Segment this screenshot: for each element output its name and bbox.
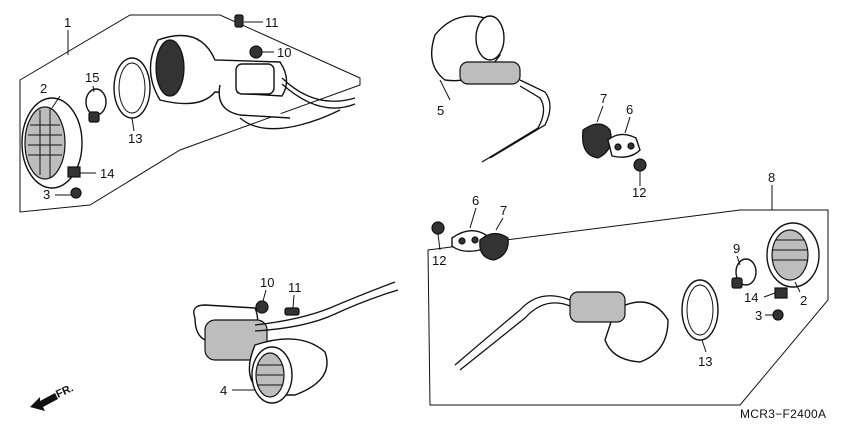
rear-turn-signal-5 xyxy=(431,15,551,163)
gasket-13b xyxy=(681,279,719,341)
screw-3 xyxy=(70,187,82,199)
nut-10b xyxy=(255,300,269,314)
diagram-code: MCR3−F2400A xyxy=(740,407,826,421)
callout-4: 4 xyxy=(220,383,227,398)
callout-12: 12 xyxy=(632,185,646,200)
callout-11b: 11 xyxy=(288,280,302,295)
nut-10 xyxy=(249,45,263,59)
callout-2: 2 xyxy=(40,81,47,96)
callout-8: 8 xyxy=(768,170,775,185)
callout-7b: 7 xyxy=(500,203,507,218)
callout-11: 11 xyxy=(265,15,279,30)
front-left-turn-signal-assembly xyxy=(21,14,356,199)
callout-6: 6 xyxy=(626,102,633,117)
callout-9: 9 xyxy=(733,241,740,256)
screw-3b xyxy=(772,309,784,321)
callout-7: 7 xyxy=(600,91,607,106)
screw-11b xyxy=(284,307,300,316)
callout-15: 15 xyxy=(85,70,99,85)
callout-2b: 2 xyxy=(800,293,807,308)
callout-10b: 10 xyxy=(260,275,274,290)
callout-1: 1 xyxy=(64,15,71,30)
assembly-1-outline xyxy=(19,14,361,213)
mount-parts-upper xyxy=(581,123,647,172)
callout-13b: 13 xyxy=(698,354,712,369)
callout-6b: 6 xyxy=(472,193,479,208)
front-direction-arrow: FR. xyxy=(30,382,75,411)
callout-3b: 3 xyxy=(755,308,762,323)
rubber-7a xyxy=(581,123,612,159)
callout-12b: 12 xyxy=(432,253,446,268)
arrow-icon xyxy=(30,393,58,411)
front-right-turn-signal-4 xyxy=(193,281,399,404)
callout-5: 5 xyxy=(437,103,444,118)
rear-right-turn-signal-assembly xyxy=(454,222,820,371)
screw-11 xyxy=(234,14,244,28)
nut-12b xyxy=(431,221,445,235)
callout-10: 10 xyxy=(277,45,291,60)
leader-lines xyxy=(51,21,801,391)
assembly-8-outline xyxy=(427,209,829,406)
clip-14b xyxy=(774,287,788,299)
callout-3: 3 xyxy=(43,187,50,202)
nut-12a xyxy=(633,158,647,172)
rubber-7b xyxy=(479,232,509,261)
clip-14 xyxy=(67,166,81,178)
callout-14: 14 xyxy=(100,166,114,181)
callout-13: 13 xyxy=(128,131,142,146)
direction-label: FR. xyxy=(54,382,75,400)
callout-14b: 14 xyxy=(744,290,758,305)
plate-6a xyxy=(607,133,641,158)
bulb-15 xyxy=(85,88,107,116)
mount-parts-lower xyxy=(431,221,509,261)
